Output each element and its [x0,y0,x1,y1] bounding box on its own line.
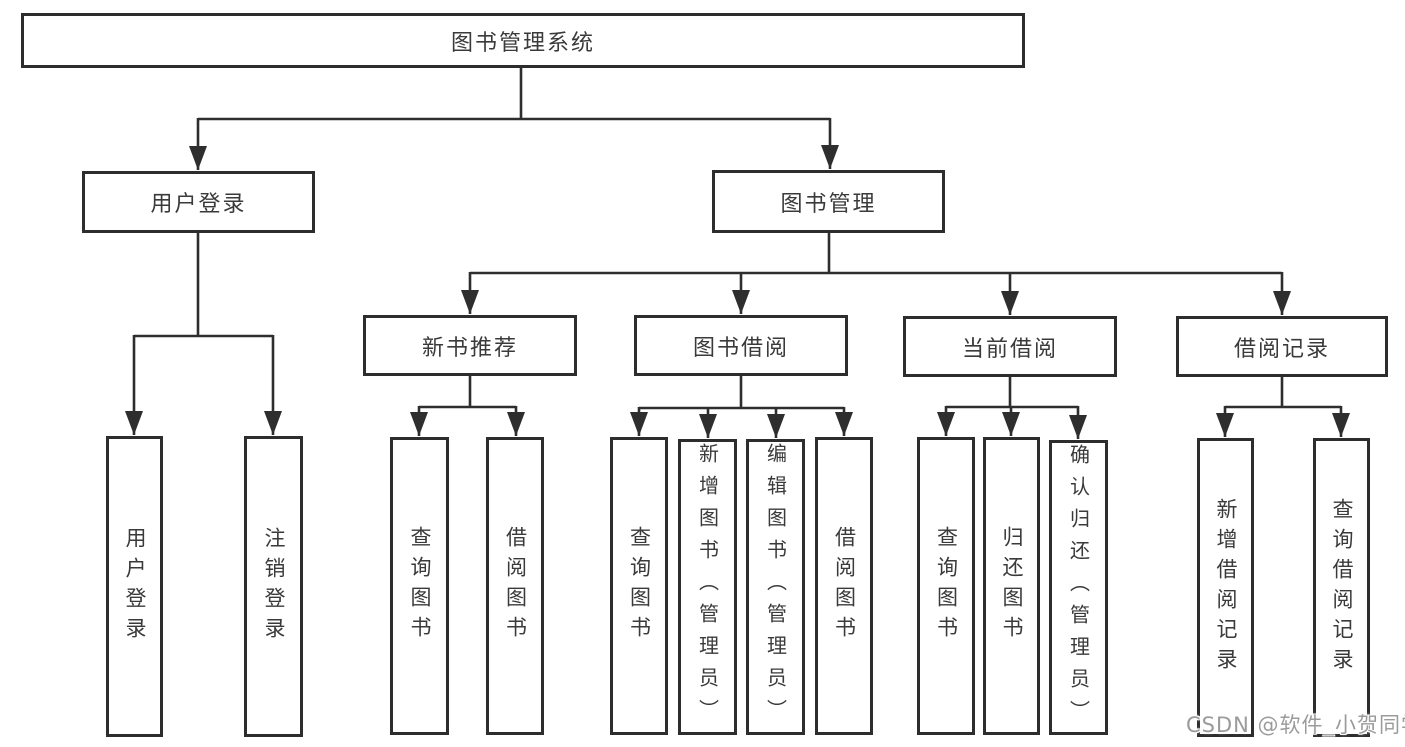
leaf-label: 新增图书（管理员） [695,443,720,731]
node-current-borrowing: 当前借阅 [903,316,1117,377]
leaf-label: 查询图书 [408,526,432,646]
leaf-current-confirm-return-admin: 确认归还（管理员） [1049,440,1108,735]
leaf-label: 查询借阅记录 [1330,497,1354,678]
leaf-newbook-query-books: 查询图书 [390,437,449,735]
leaf-label: 借阅图书 [832,526,857,646]
leaf-label: 借阅图书 [503,526,528,646]
csdn-watermark: CSDN @软件_小贺同学 [1186,713,1405,737]
leaf-newbook-borrow-books: 借阅图书 [486,437,544,735]
node-book-management: 图书管理 [712,170,945,233]
node-book-borrowing: 图书借阅 [634,315,848,376]
leaf-label: 归还图书 [1000,526,1024,646]
leaf-label: 新增借阅记录 [1214,497,1238,678]
leaf-records-query-record: 查询借阅记录 [1313,438,1370,737]
node-borrowing-records: 借阅记录 [1176,316,1388,377]
leaf-current-return-books: 归还图书 [983,437,1040,735]
node-library-system: 图书管理系统 [21,13,1025,68]
leaf-logout-login: 注销登录 [244,436,303,737]
leaf-borrowing-add-books-admin: 新增图书（管理员） [678,439,737,735]
leaf-label: 查询图书 [627,526,652,646]
leaf-label: 查询图书 [934,526,959,646]
leaf-current-query-books: 查询图书 [917,437,975,735]
leaf-borrowing-query-books: 查询图书 [610,437,668,735]
leaf-label: 确认归还（管理员） [1066,443,1091,732]
node-user-login: 用户登录 [82,171,315,233]
node-new-book-recommendation: 新书推荐 [363,315,577,376]
leaf-label: 注销登录 [262,526,286,647]
leaf-borrowing-borrow-books: 借阅图书 [815,437,873,735]
leaf-label: 编辑图书（管理员） [763,443,788,731]
leaf-user-login: 用户登录 [106,436,163,737]
leaf-borrowing-edit-books-admin: 编辑图书（管理员） [746,439,805,735]
leaf-label: 用户登录 [123,526,147,647]
leaf-records-add-record: 新增借阅记录 [1197,438,1254,737]
